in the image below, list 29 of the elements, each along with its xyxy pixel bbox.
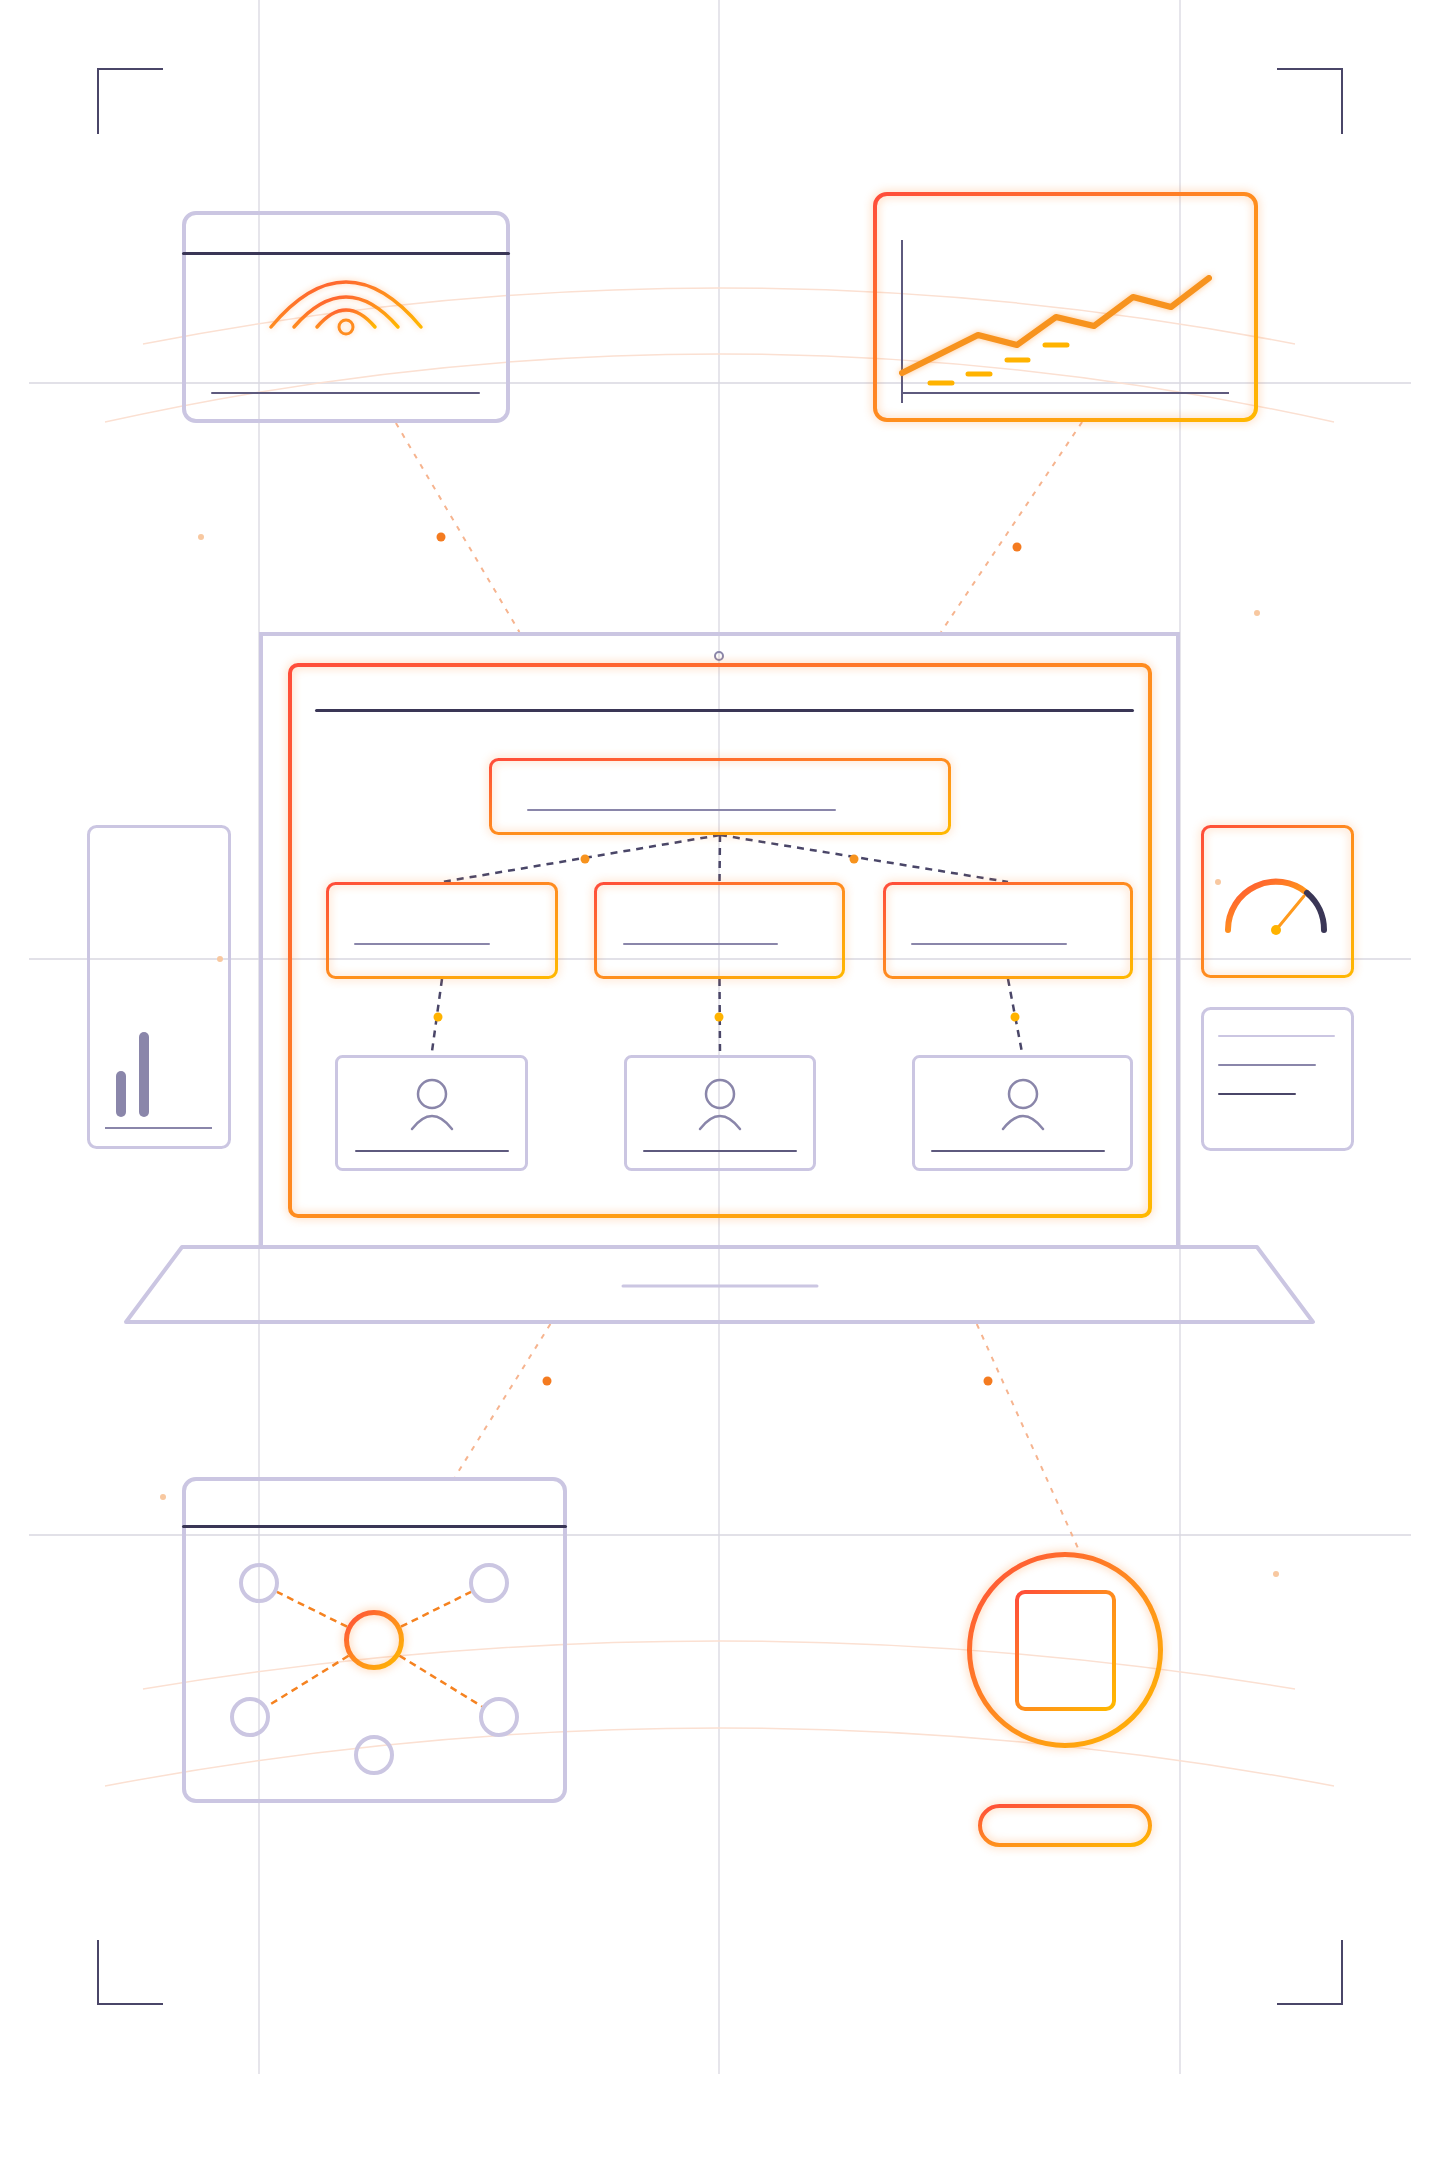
org-box <box>594 882 845 979</box>
network-node <box>344 1610 404 1670</box>
network-node <box>469 1563 509 1603</box>
widget-card <box>182 211 510 423</box>
network-node <box>479 1697 519 1737</box>
org-box <box>489 758 951 835</box>
pill-bar <box>978 1804 1152 1847</box>
connector-line <box>400 1590 472 1628</box>
connector-line <box>398 1654 483 1708</box>
network-node <box>239 1563 279 1603</box>
connector-line <box>394 422 521 633</box>
org-box <box>883 882 1133 979</box>
connector-line <box>719 833 1009 884</box>
laptop-screen <box>288 663 1152 1218</box>
connector-line <box>454 1323 552 1478</box>
connector-line <box>441 833 721 884</box>
profile-card <box>912 1055 1133 1171</box>
connector-line <box>718 835 722 882</box>
network-node <box>230 1697 270 1737</box>
org-box <box>326 882 558 979</box>
connector-line <box>276 1590 348 1628</box>
network-node <box>354 1735 394 1775</box>
chart-card <box>873 192 1258 422</box>
profile-card <box>624 1055 816 1171</box>
focus-circle <box>967 1552 1163 1748</box>
network-card <box>182 1477 567 1803</box>
profile-card <box>335 1055 528 1171</box>
connector-line <box>940 421 1084 633</box>
laptop <box>124 632 1315 1324</box>
